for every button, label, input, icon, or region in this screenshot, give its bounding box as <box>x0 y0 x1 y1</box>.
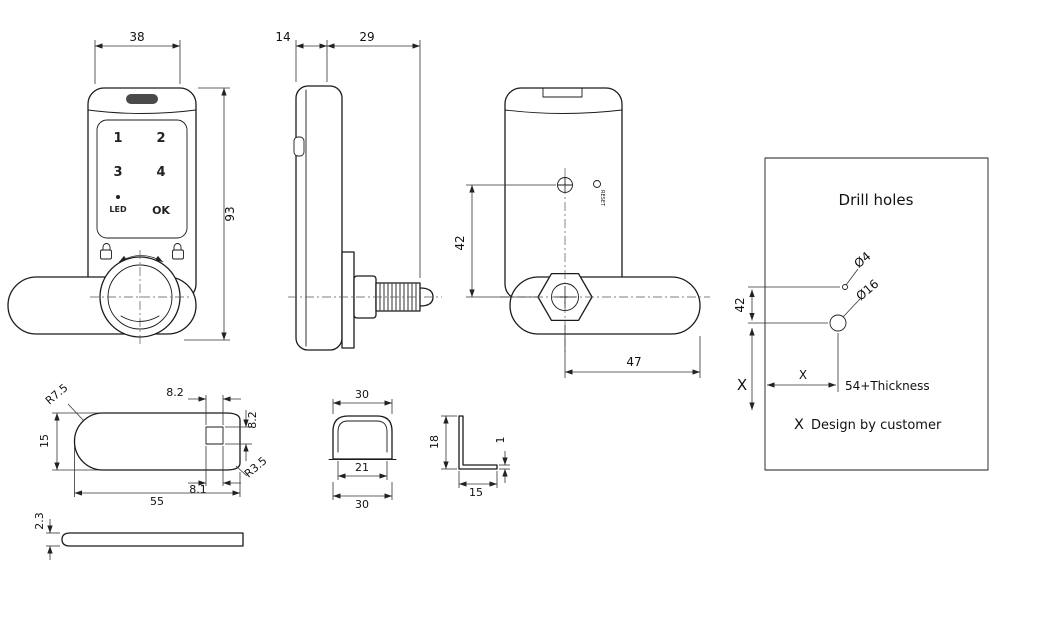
side-body-outline <box>295 85 343 351</box>
dimension-plate-height: 15 <box>38 412 100 471</box>
small-hole-label: Ø4 <box>851 249 873 271</box>
dimension-plate-thickness: 2.3 <box>33 512 60 560</box>
dimension-cap-outer-top: 30 <box>332 388 393 414</box>
keypad-key-4: 4 <box>156 165 165 180</box>
keypad-panel <box>96 119 188 239</box>
keypad-key-2: 2 <box>156 131 165 146</box>
cap-seam-line <box>87 109 197 114</box>
radius-small-callout: R3.5 <box>235 454 270 480</box>
dimension-screw-to-cam: 42 <box>453 184 556 298</box>
dim-plate-length-label: 55 <box>150 495 164 508</box>
cam-plate-view: 8.2 8.2 8.1 15 R7.5 R3.5 <box>33 381 270 560</box>
dim-bracket-thickness-label: 1 <box>494 437 507 444</box>
dimension-side-depths: 14 29 <box>275 30 421 278</box>
radius-large-label: R7.5 <box>43 381 71 407</box>
dim-plate-thickness-label: 2.3 <box>33 512 46 530</box>
dimension-hole-width-top: 8.2 <box>166 386 241 425</box>
large-hole-leader <box>842 298 861 318</box>
dimension-hole-height: 8.2 <box>225 410 259 461</box>
dimension-cap-outer-bottom: 30 <box>332 482 393 511</box>
dim-cap-outer-top-label: 30 <box>355 388 369 401</box>
dim-hole-width-bottom-label: 8.1 <box>189 483 207 496</box>
cam-plate-outline <box>73 412 241 471</box>
note-text: Design by customer <box>811 418 942 433</box>
keypad-key-3: 3 <box>113 165 122 180</box>
side-view: 14 29 <box>275 30 442 351</box>
dim-hole-width-top-label: 8.2 <box>166 386 184 399</box>
large-hole-label: Ø16 <box>853 277 881 304</box>
dim-cap-depth-label: 14 <box>275 30 290 44</box>
back-handle-outline <box>509 276 701 335</box>
dim-cap-inner-label: 21 <box>355 461 369 474</box>
top-slot <box>126 94 158 104</box>
dimension-bracket-width: 15 <box>458 471 498 499</box>
small-drill-hole <box>842 284 848 290</box>
cap-outline <box>332 415 393 460</box>
cap-plate-view: 30 21 30 <box>328 388 397 511</box>
front-view: 1 2 3 4 LED OK 38 <box>7 30 237 344</box>
usb-port <box>293 136 305 157</box>
note-x: X <box>794 417 804 433</box>
dim-screw-to-cam-label: 42 <box>453 235 467 250</box>
drill-panel-title: Drill holes <box>839 191 914 209</box>
back-cap-seam <box>504 109 623 114</box>
ok-key-label: OK <box>152 204 170 217</box>
large-drill-hole <box>829 314 847 332</box>
dimension-front-height: 93 <box>184 87 237 341</box>
cam-square-hole <box>205 426 224 445</box>
dim-front-height-label: 93 <box>223 206 237 221</box>
led-label: LED <box>109 205 127 214</box>
bracket-view: 18 1 15 <box>428 415 510 499</box>
dim-front-width-label: 38 <box>129 30 144 44</box>
dim-body-depth-label: 29 <box>359 30 374 44</box>
back-plate <box>341 251 355 349</box>
dim-hole-spacing-label: 42 <box>733 297 747 312</box>
cap-inner-contour <box>337 420 388 453</box>
lock-unlocked-icon <box>172 243 184 260</box>
dim-width-label: 54+Thickness <box>845 379 930 393</box>
drill-holes-panel: Drill holes Ø4 Ø16 42 X X 54+Thickness X… <box>733 157 989 471</box>
dim-handle-length-label: 47 <box>626 355 641 369</box>
cam-plate-side-outline <box>61 532 244 547</box>
dim-hole-height-label: 8.2 <box>246 411 259 429</box>
dimension-hole-spacing: 42 <box>733 286 840 324</box>
keypad-key-1: 1 <box>113 131 122 146</box>
customer-note: X Design by customer <box>794 417 942 433</box>
dimension-front-width: 38 <box>94 30 181 84</box>
dim-plate-height-label: 15 <box>38 434 51 448</box>
dim-bracket-width-label: 15 <box>469 486 483 499</box>
dim-x-vertical-label: X <box>737 376 747 394</box>
dim-bracket-height-label: 18 <box>428 435 441 449</box>
led-indicator-dot <box>116 195 120 199</box>
dimension-x-horizontal: X 54+Thickness <box>767 333 930 393</box>
top-notch <box>542 87 583 98</box>
small-hole-leader <box>845 268 859 286</box>
dimension-bracket-thickness: 1 <box>494 437 510 483</box>
reset-hole <box>593 180 601 188</box>
radius-large-callout: R7.5 <box>43 381 85 422</box>
dimension-handle-length: 47 <box>564 325 701 378</box>
drill-panel-border <box>764 157 989 471</box>
dimension-cap-inner: 21 <box>337 461 388 480</box>
rotation-arrow-arc <box>118 255 164 263</box>
dim-cap-outer-bottom-label: 30 <box>355 498 369 511</box>
reset-label: RESET <box>599 190 605 207</box>
dimension-bracket-height: 18 <box>428 415 457 470</box>
dim-x-horizontal-label: X <box>799 368 807 382</box>
bracket-outline <box>458 415 498 470</box>
dimension-x-vertical: X <box>737 328 755 410</box>
lock-locked-icon <box>100 243 112 260</box>
dimension-plate-length: 55 <box>74 445 241 508</box>
back-view: RESET 42 47 <box>453 87 710 378</box>
